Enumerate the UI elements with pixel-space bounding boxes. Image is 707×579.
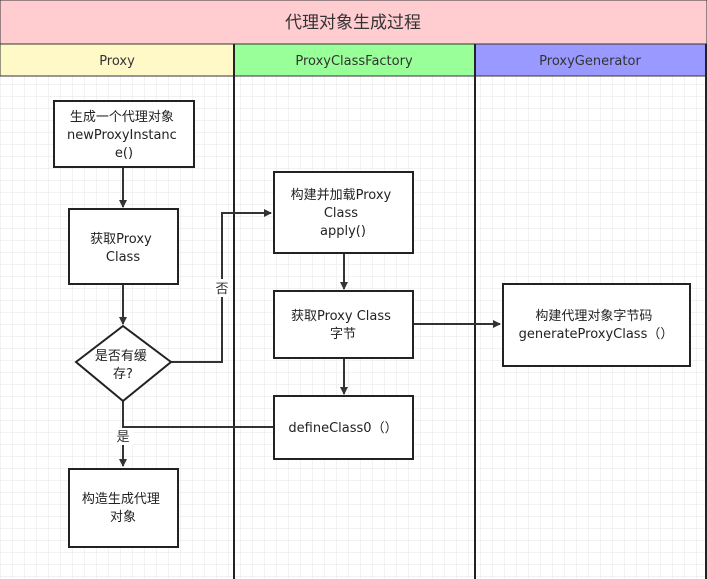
edge-label-no-bg <box>212 279 232 297</box>
node-define-class <box>273 395 414 460</box>
node-construct-proxy-label: 构造生成代理 对象 <box>82 492 164 525</box>
node-cache-decision-label: 是否有缓 存? <box>95 349 151 382</box>
edge-label-yes: 是 <box>116 430 129 445</box>
lane-header-proxygenerator <box>474 43 707 77</box>
node-get-proxy-class-label: 获取Proxy Class <box>90 232 156 265</box>
node-generate-bytecode <box>502 283 691 367</box>
lane-header-proxy <box>0 43 235 77</box>
edge-label-yes-bg <box>113 428 133 445</box>
title-bar <box>0 0 707 45</box>
lane-label-proxyclassfactory: ProxyClassFactory <box>295 54 413 69</box>
node-get-class-bytes-label: 获取Proxy Class 字节 <box>291 309 395 342</box>
node-build-load-class <box>273 171 414 254</box>
edge-label-no: 否 <box>215 282 228 297</box>
node-get-class-bytes <box>273 290 414 359</box>
node-new-instance-label: 生成一个代理对象 newProxyInstanc e() <box>67 110 181 161</box>
node-new-instance <box>53 100 195 168</box>
node-build-load-class-label: 构建并加载Proxy Class apply() <box>291 188 396 239</box>
diagram-title: 代理对象生成过程 <box>285 13 421 33</box>
node-define-class-label: defineClass0（） <box>288 421 397 436</box>
node-cache-decision <box>74 324 173 403</box>
node-construct-proxy <box>68 468 179 548</box>
node-generate-bytecode-label: 构建代理对象字节码 generateProxyClass（） <box>519 309 674 342</box>
lane-label-proxy: Proxy <box>99 54 135 69</box>
lane-label-proxygenerator: ProxyGenerator <box>539 54 641 69</box>
node-get-proxy-class <box>68 208 179 285</box>
